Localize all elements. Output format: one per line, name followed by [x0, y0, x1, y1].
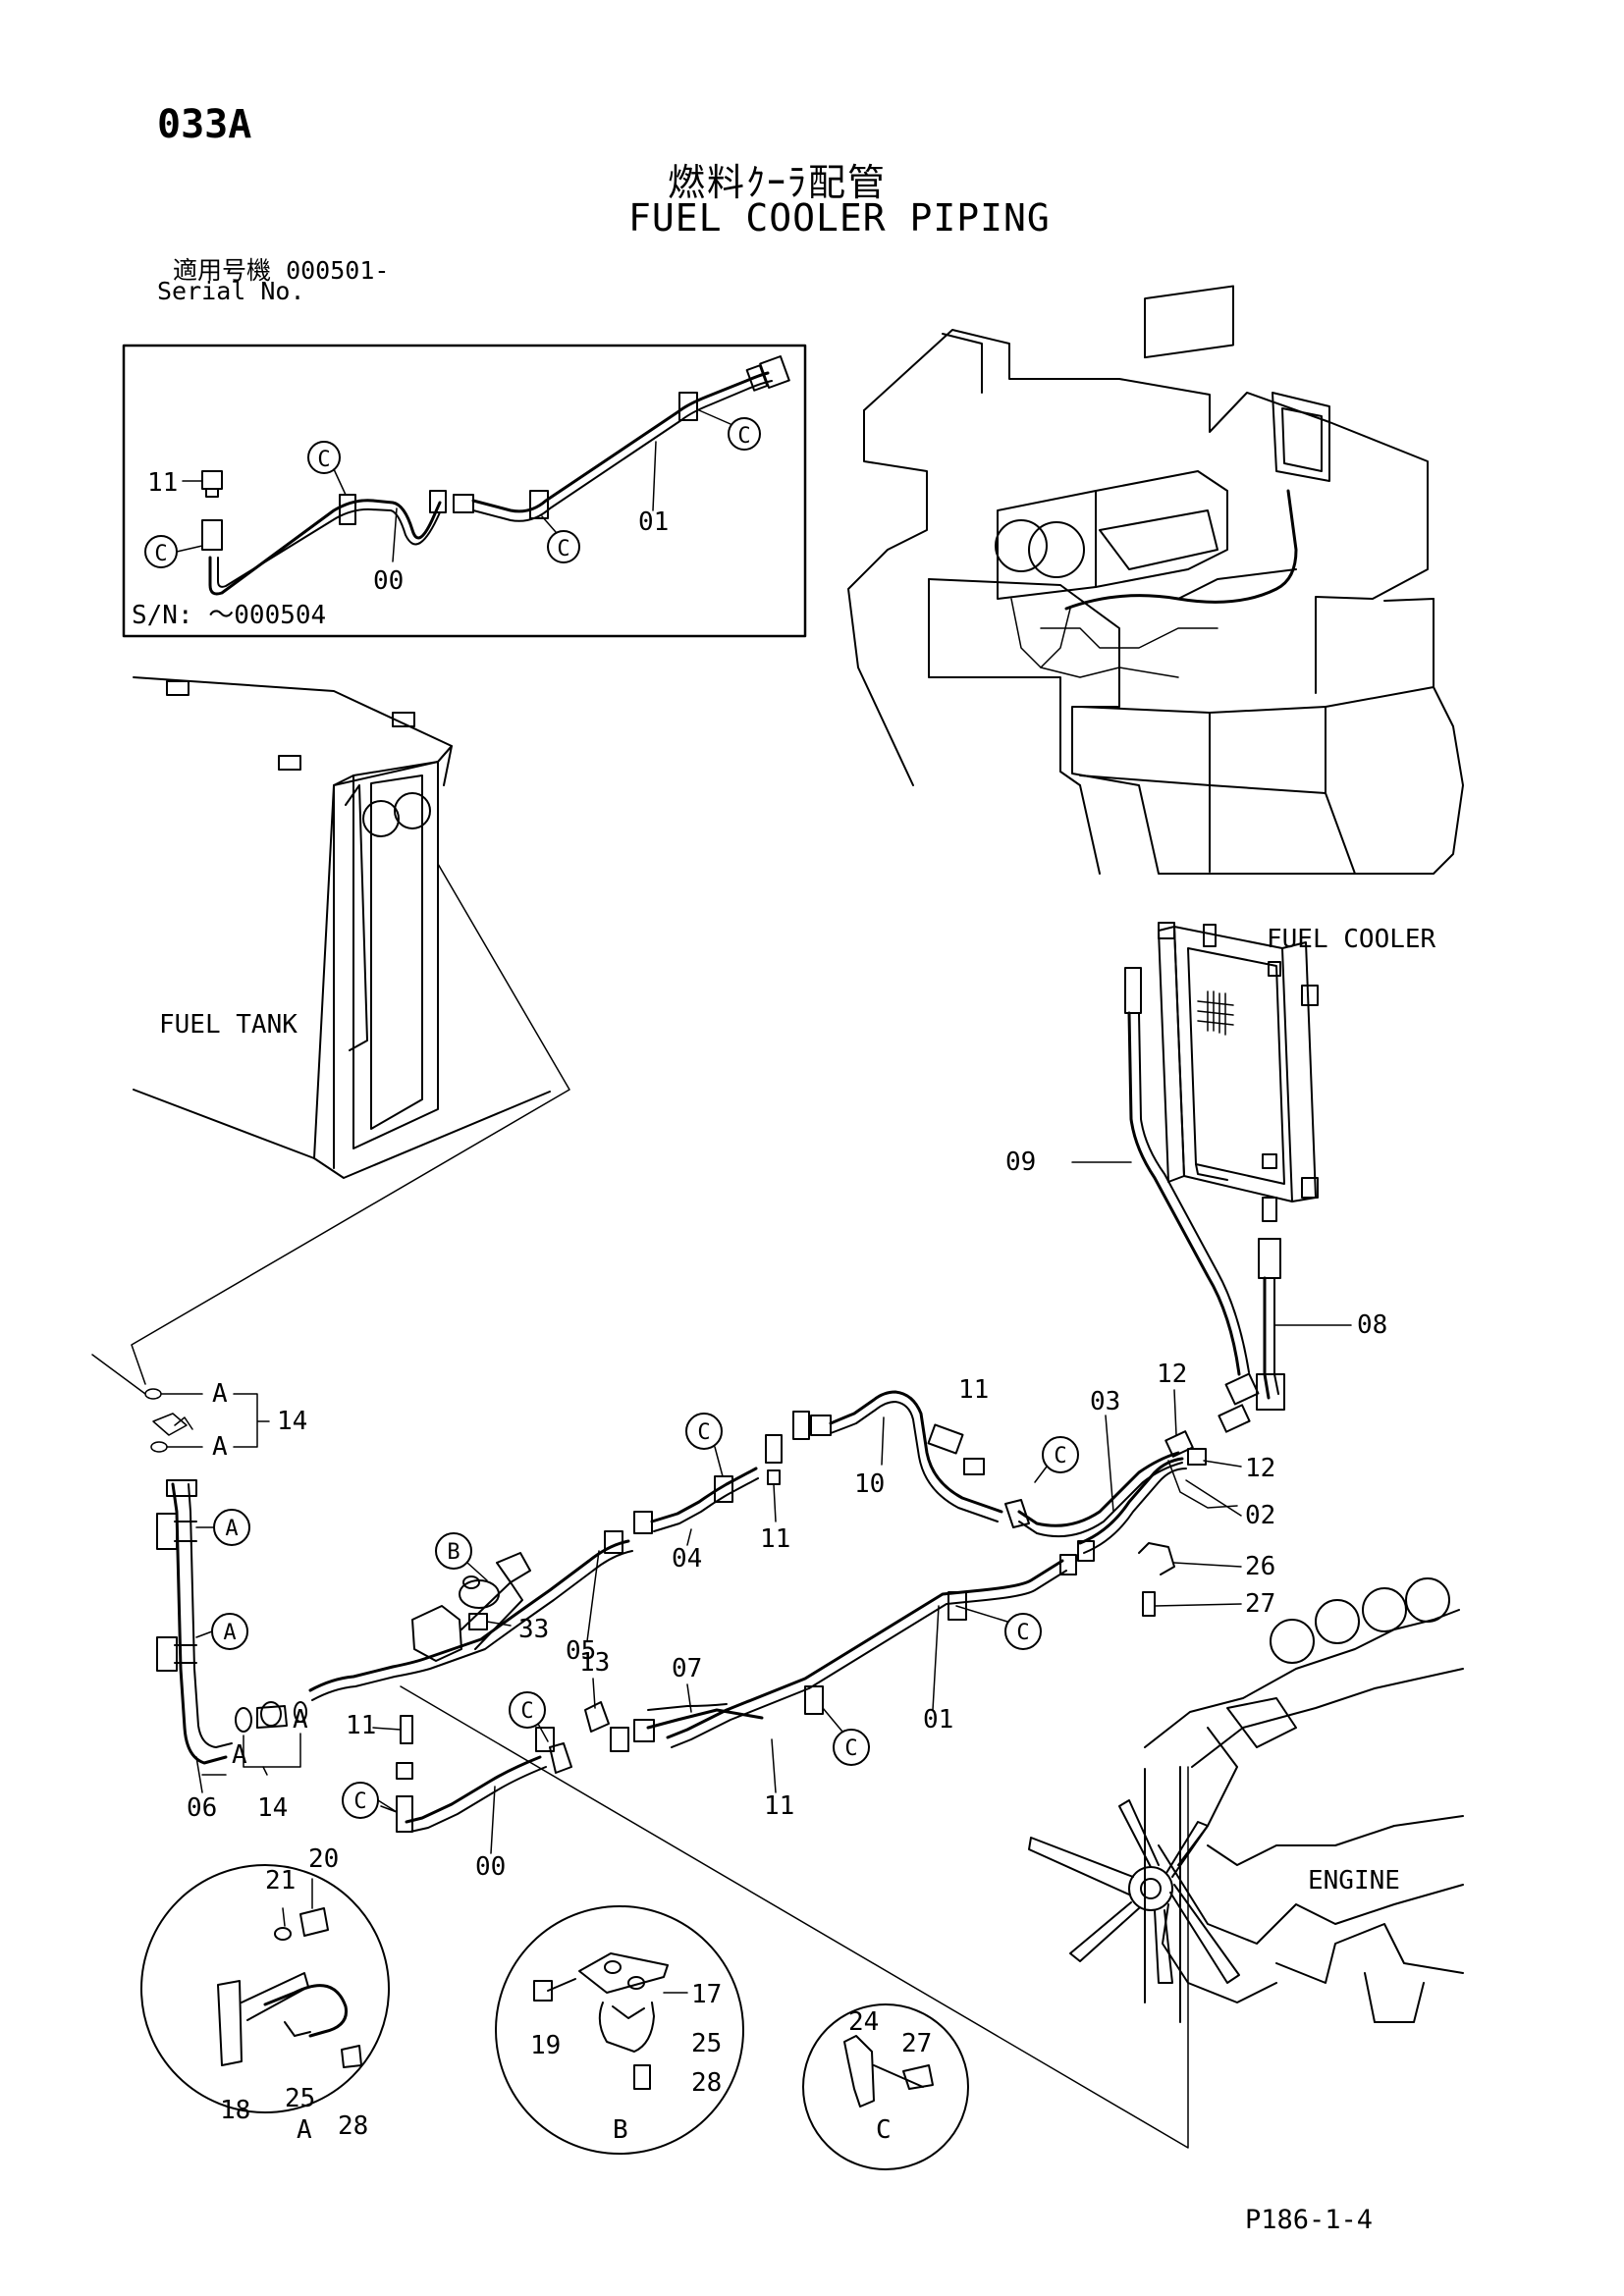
label-fuel-cooler: FUEL COOLER: [1267, 925, 1436, 954]
label-17: 17: [691, 1980, 722, 2009]
label-11-a: 11: [760, 1524, 790, 1554]
inset-ref-c-3: C: [737, 424, 750, 449]
leader-tank-outlet: [131, 863, 570, 1385]
label-a-upper-2: A: [212, 1432, 228, 1462]
detail-a: [140, 1864, 390, 2113]
label-11-d: 11: [346, 1711, 376, 1740]
label-04: 04: [672, 1544, 702, 1574]
ref-c-5: C: [520, 1699, 533, 1724]
detail-b: [495, 1905, 744, 2155]
label-12-b: 12: [1245, 1454, 1275, 1483]
ref-b: B: [447, 1540, 460, 1565]
inset-earlier-serial: 11 00 01 C C C C S/N: ～000504: [122, 344, 807, 638]
engine-illustration: [1028, 1577, 1464, 2023]
label-14-upper: 14: [277, 1407, 307, 1436]
label-28-a: 28: [338, 2111, 368, 2141]
ref-callout-labels: A A B C C C C C C: [223, 1420, 1066, 1814]
ref-a-2: A: [223, 1621, 236, 1645]
label-14-lower: 14: [257, 1793, 288, 1823]
bracket-14-upper: [144, 1388, 270, 1453]
label-11-c: 11: [764, 1791, 794, 1821]
label-24: 24: [848, 2007, 879, 2037]
inset-label-01: 01: [638, 507, 669, 537]
detail-c: [802, 2003, 969, 2170]
label-06: 06: [187, 1793, 217, 1823]
title-japanese: 燃料ｸｰﾗ配管: [668, 161, 888, 204]
label-07: 07: [672, 1654, 702, 1683]
label-fuel-tank: FUEL TANK: [159, 1010, 298, 1040]
inset-sn-note: S/N: ～000504: [132, 601, 326, 630]
ref-callouts: [195, 1413, 1079, 1819]
inset-label-11: 11: [147, 468, 178, 498]
detail-label-c: C: [876, 2115, 892, 2145]
serial-line: 適用号機 000501-: [173, 251, 389, 287]
label-25-a: 25: [285, 2084, 315, 2113]
detail-label-a: A: [297, 2115, 312, 2145]
inset-ref-c-1: C: [317, 448, 330, 472]
ref-c-1: C: [697, 1420, 710, 1445]
inset-ref-c-4: C: [154, 542, 167, 566]
page-code: 033A: [157, 102, 252, 147]
page-reference: P186-1-4: [1245, 2205, 1374, 2235]
label-03: 03: [1090, 1387, 1120, 1416]
label-13: 13: [579, 1648, 610, 1678]
label-01: 01: [923, 1705, 953, 1735]
label-12-a: 12: [1157, 1360, 1187, 1389]
leader-detail-lines: [91, 1354, 1189, 2149]
label-19: 19: [530, 2031, 561, 2060]
label-26: 26: [1245, 1552, 1275, 1581]
label-11-b: 11: [958, 1375, 989, 1405]
machine-overview-illustration: [847, 285, 1464, 875]
label-20: 20: [308, 1844, 339, 1874]
label-09: 09: [1005, 1148, 1036, 1177]
inset-label-00: 00: [373, 566, 404, 596]
label-08: 08: [1357, 1310, 1387, 1340]
hose-08: [1256, 1197, 1352, 1411]
label-10: 10: [854, 1469, 885, 1499]
label-02: 02: [1245, 1501, 1275, 1530]
part-leaders: [195, 1389, 1242, 1854]
fuel-tank-illustration: [133, 676, 551, 1179]
ref-c-2: C: [1054, 1444, 1066, 1468]
label-engine: ENGINE: [1308, 1866, 1400, 1896]
label-a-lower-2: A: [232, 1740, 247, 1770]
label-25-b: 25: [691, 2029, 722, 2058]
label-a-upper-1: A: [212, 1379, 228, 1409]
label-33: 33: [518, 1615, 549, 1644]
ref-a-1: A: [225, 1517, 238, 1541]
inset-ref-c-2: C: [557, 537, 569, 561]
label-a-lower-1: A: [293, 1705, 308, 1735]
ref-c-6: C: [353, 1789, 366, 1814]
label-27-detail: 27: [901, 2029, 932, 2058]
serial-label-en: Serial No.: [157, 277, 305, 305]
label-05: 05: [566, 1636, 596, 1666]
label-28-b: 28: [691, 2068, 722, 2098]
hose-09: [1071, 967, 1250, 1376]
detail-letters: A B C: [297, 2115, 892, 2145]
fuel-cooler-illustration: [1158, 922, 1319, 1202]
serial-value: 000501-: [286, 256, 390, 285]
label-00: 00: [475, 1852, 506, 1882]
ref-c-3: C: [1016, 1621, 1029, 1645]
bracket-14-lower: [243, 1733, 301, 1776]
label-18: 18: [220, 2096, 250, 2125]
label-21: 21: [265, 1866, 296, 1896]
serial-label-jp: 適用号機: [173, 256, 272, 285]
main-piping: [156, 1372, 1260, 1833]
detail-label-b: B: [613, 2115, 628, 2145]
part-number-labels: A A 14 A A 14 06 05 33 04 11 10 11 03 12…: [187, 1148, 1387, 2141]
ref-c-4: C: [844, 1736, 857, 1761]
title-english: FUEL COOLER PIPING: [628, 196, 1051, 240]
label-27: 27: [1245, 1589, 1275, 1619]
